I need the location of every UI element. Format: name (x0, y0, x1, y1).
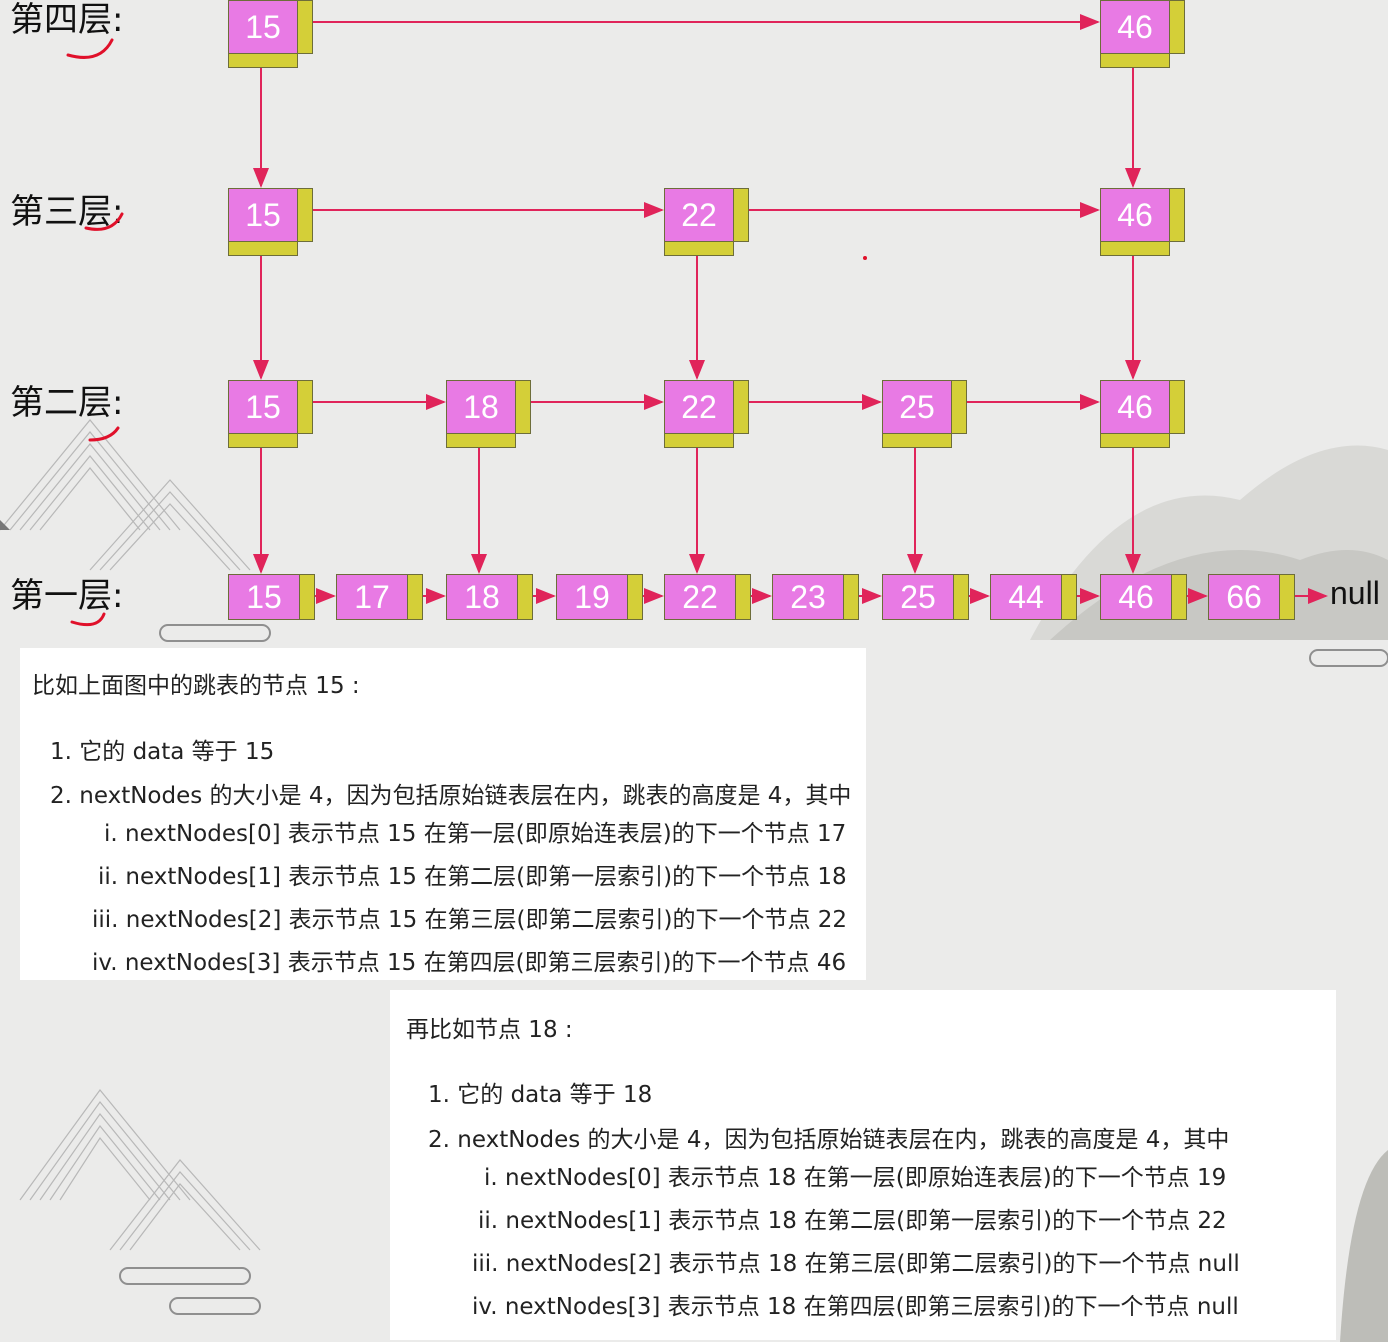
skip-list-node: 44 (990, 574, 1077, 620)
list-item: 1. 它的 data 等于 15 (50, 739, 275, 765)
next-pointer-cell (297, 0, 313, 54)
next-pointer-cell (627, 574, 643, 620)
skip-list-node: 46 (1100, 0, 1185, 70)
level-label: 第一层: (10, 576, 124, 616)
next-pointer-cell (299, 574, 315, 620)
skip-list-node: 46 (1100, 188, 1185, 258)
node-value: 66 (1208, 574, 1280, 620)
next-pointer-cell (515, 380, 531, 434)
down-pointer-cell (664, 433, 734, 448)
down-pointer-cell (882, 433, 952, 448)
skip-list-node: 18 (446, 380, 531, 450)
node-value: 22 (664, 380, 734, 434)
next-pointer-cell (951, 380, 967, 434)
node-value: 15 (228, 380, 298, 434)
list-item: 1. 它的 data 等于 18 (428, 1082, 653, 1108)
node-value: 46 (1100, 574, 1172, 620)
skip-list-node: 15 (228, 380, 313, 450)
panel-intro: 比如上面图中的跳表的节点 15 : (32, 673, 360, 699)
skip-list-node: 22 (664, 380, 749, 450)
skip-list-node: 66 (1208, 574, 1295, 620)
pointer-arrows (253, 14, 1328, 604)
next-pointer-cell (1169, 0, 1185, 54)
node-value: 46 (1100, 0, 1170, 54)
skip-list-node: 15 (228, 0, 313, 70)
down-pointer-cell (228, 53, 298, 68)
skip-list-node: 46 (1100, 574, 1187, 620)
skip-list-node: 23 (772, 574, 859, 620)
skip-list-node: 15 (228, 574, 315, 620)
list-item: iii. nextNodes[2] 表示节点 15 在第三层(即第二层索引)的下… (92, 907, 848, 933)
skip-list-node: 15 (228, 188, 313, 258)
skip-list-node: 22 (664, 574, 751, 620)
node-value: 22 (664, 188, 734, 242)
node-value: 17 (336, 574, 408, 620)
down-pointer-cell (1100, 53, 1170, 68)
null-terminal: null (1330, 575, 1380, 611)
down-pointer-cell (228, 433, 298, 448)
panel-intro: 再比如节点 18 : (406, 1017, 573, 1043)
skip-list-node: 18 (446, 574, 533, 620)
list-item: ii. nextNodes[1] 表示节点 15 在第二层(即第一层索引)的下一… (98, 864, 847, 890)
down-pointer-cell (1100, 433, 1170, 448)
node-value: 19 (556, 574, 628, 620)
explanation-panel-node-18: 再比如节点 18 : 1. 它的 data 等于 18 2. nextNodes… (390, 990, 1336, 1340)
explanation-panel-node-15: 比如上面图中的跳表的节点 15 : 1. 它的 data 等于 15 2. ne… (20, 648, 866, 980)
node-value: 22 (664, 574, 736, 620)
level-label: 第三层: (10, 192, 124, 232)
next-pointer-cell (733, 380, 749, 434)
down-pointer-cell (664, 241, 734, 256)
list-item: ii. nextNodes[1] 表示节点 18 在第二层(即第一层索引)的下一… (478, 1208, 1227, 1234)
next-pointer-cell (953, 574, 969, 620)
next-pointer-cell (297, 380, 313, 434)
next-pointer-cell (843, 574, 859, 620)
list-item: iv. nextNodes[3] 表示节点 18 在第四层(即第三层索引)的下一… (472, 1294, 1239, 1320)
node-value: 44 (990, 574, 1062, 620)
next-pointer-cell (1171, 574, 1187, 620)
list-item: 2. nextNodes 的大小是 4，因为包括原始链表层在内，跳表的高度是 4… (50, 783, 852, 809)
level-label: 第四层: (10, 0, 124, 40)
skip-list-node: 25 (882, 574, 969, 620)
skip-list-node: 17 (336, 574, 423, 620)
down-pointer-cell (1100, 241, 1170, 256)
list-item: 2. nextNodes 的大小是 4，因为包括原始链表层在内，跳表的高度是 4… (428, 1127, 1230, 1153)
next-pointer-cell (297, 188, 313, 242)
node-value: 46 (1100, 380, 1170, 434)
list-item: iii. nextNodes[2] 表示节点 18 在第三层(即第二层索引)的下… (472, 1251, 1240, 1277)
list-item: i. nextNodes[0] 表示节点 15 在第一层(即原始连表层)的下一个… (104, 821, 847, 847)
next-pointer-cell (1061, 574, 1077, 620)
node-value: 18 (446, 380, 516, 434)
next-pointer-cell (1169, 380, 1185, 434)
down-pointer-cell (228, 241, 298, 256)
node-value: 15 (228, 0, 298, 54)
skip-list-node: 46 (1100, 380, 1185, 450)
node-value: 25 (882, 574, 954, 620)
next-pointer-cell (517, 574, 533, 620)
list-item: iv. nextNodes[3] 表示节点 15 在第四层(即第三层索引)的下一… (92, 950, 847, 976)
level-label: 第二层: (10, 383, 124, 423)
skip-list-node: 22 (664, 188, 749, 258)
next-pointer-cell (733, 188, 749, 242)
next-pointer-cell (407, 574, 423, 620)
down-pointer-cell (446, 433, 516, 448)
node-value: 15 (228, 188, 298, 242)
next-pointer-cell (735, 574, 751, 620)
next-pointer-cell (1169, 188, 1185, 242)
node-value: 18 (446, 574, 518, 620)
list-item: i. nextNodes[0] 表示节点 18 在第一层(即原始连表层)的下一个… (484, 1165, 1227, 1191)
skip-list-node: 19 (556, 574, 643, 620)
skip-list-node: 25 (882, 380, 967, 450)
node-value: 15 (228, 574, 300, 620)
next-pointer-cell (1279, 574, 1295, 620)
